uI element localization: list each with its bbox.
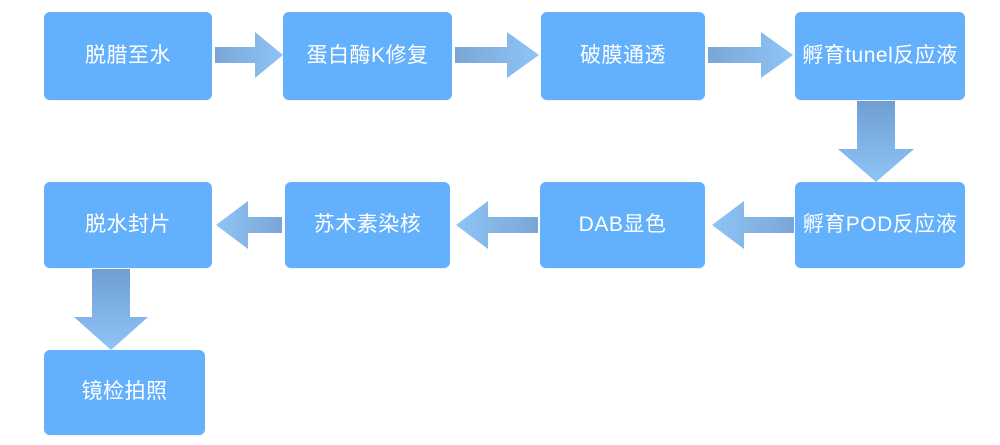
flow-arrow-left-1 — [712, 199, 794, 251]
flow-node-microscopy-photo[interactable]: 镜检拍照 — [44, 350, 205, 435]
flow-arrow-right-2 — [455, 30, 539, 80]
flow-node-label: 孵育POD反应液 — [802, 212, 958, 236]
flow-node-dab[interactable]: DAB显色 — [540, 182, 705, 268]
flow-node-dehydrate-mount[interactable]: 脱水封片 — [44, 182, 212, 268]
flow-node-label: 孵育tunel反应液 — [802, 43, 958, 67]
flow-arrow-left-3 — [216, 199, 282, 251]
flow-arrow-down-2 — [74, 269, 148, 350]
flow-node-tuoladangzhishui[interactable]: 脱腊至水 — [44, 12, 212, 100]
flow-node-tunel-reaction[interactable]: 孵育tunel反应液 — [795, 12, 965, 100]
flow-node-label: 苏木素染核 — [313, 212, 422, 236]
flow-node-label: 破膜通透 — [580, 43, 666, 67]
flow-node-label: 蛋白酶K修复 — [306, 43, 429, 67]
flow-node-label: 脱腊至水 — [85, 43, 171, 67]
flow-node-label: DAB显色 — [578, 212, 667, 236]
flow-node-proteinase-k[interactable]: 蛋白酶K修复 — [283, 12, 452, 100]
flow-arrow-right-3 — [708, 30, 793, 80]
flow-arrow-left-2 — [456, 199, 538, 251]
flow-node-label: 镜检拍照 — [81, 380, 168, 404]
flow-node-label: 脱水封片 — [85, 212, 171, 236]
flow-arrow-down-1 — [838, 101, 914, 182]
flow-node-hematoxylin[interactable]: 苏木素染核 — [285, 182, 450, 268]
flow-arrow-right-1 — [215, 30, 283, 80]
flow-node-permeabilization[interactable]: 破膜通透 — [541, 12, 705, 100]
flow-node-pod-reaction[interactable]: 孵育POD反应液 — [795, 182, 965, 268]
